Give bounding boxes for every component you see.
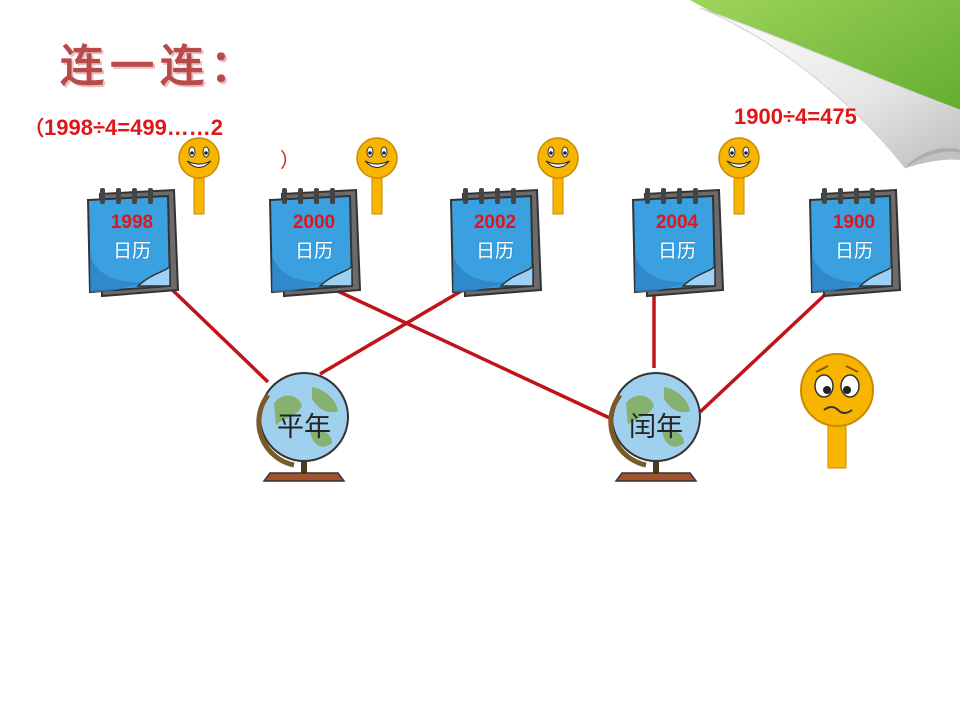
calendar-1900[interactable]: 1900 日历 bbox=[800, 186, 912, 304]
calendar-year: 2000 bbox=[292, 212, 336, 233]
connection-line bbox=[160, 278, 270, 384]
globe-icon bbox=[256, 372, 349, 482]
calendar-2002[interactable]: 2002 日历 bbox=[441, 186, 553, 304]
calendar-label: 日历 bbox=[475, 240, 514, 262]
calendar-year: 2004 bbox=[655, 212, 699, 233]
calendar-label: 日历 bbox=[657, 240, 696, 262]
smiley-face-icon bbox=[354, 136, 400, 216]
globe-label: 平年 bbox=[277, 412, 331, 443]
calendar-label: 日历 bbox=[112, 240, 151, 262]
globe-leap-year[interactable]: 闰年 bbox=[606, 365, 706, 485]
connection-line bbox=[698, 288, 832, 414]
calendar-icon bbox=[268, 188, 362, 298]
page-title: 连一连： bbox=[60, 41, 260, 92]
calendar-icon bbox=[86, 188, 180, 298]
calendar-label: 日历 bbox=[294, 240, 333, 262]
smiley-face-icon bbox=[535, 136, 581, 216]
calendar-icon bbox=[631, 188, 725, 298]
calendar-2004[interactable]: 2004 日历 bbox=[623, 186, 735, 304]
globe-icon bbox=[608, 372, 701, 482]
left-note-equation: 1998÷4=499……2 bbox=[44, 115, 224, 140]
calendar-year: 1900 bbox=[832, 212, 876, 233]
globe-common-year[interactable]: 平年 bbox=[254, 365, 354, 485]
calendar-year: 2002 bbox=[473, 212, 517, 233]
smiley-face-icon bbox=[716, 136, 762, 216]
calendar-label: 日历 bbox=[834, 240, 873, 262]
worried-face-icon bbox=[798, 352, 878, 524]
connection-line bbox=[313, 278, 615, 422]
right-note-equation: 1900÷4=475 bbox=[734, 104, 857, 129]
calendar-icon bbox=[449, 188, 543, 298]
calendar-year: 1998 bbox=[110, 212, 154, 233]
globe-label: 闰年 bbox=[629, 412, 683, 443]
left-note: （1998÷4=499……2 bbox=[24, 112, 223, 141]
calendar-1998[interactable]: 1998 日历 bbox=[78, 186, 190, 304]
connection-line bbox=[319, 278, 481, 376]
calendar-icon bbox=[808, 188, 902, 298]
smiley-face-icon bbox=[176, 136, 222, 216]
left-note-close-paren: ） bbox=[280, 148, 300, 172]
calendar-2000[interactable]: 2000 日历 bbox=[260, 186, 372, 304]
left-note-open-paren: （ bbox=[24, 116, 44, 140]
